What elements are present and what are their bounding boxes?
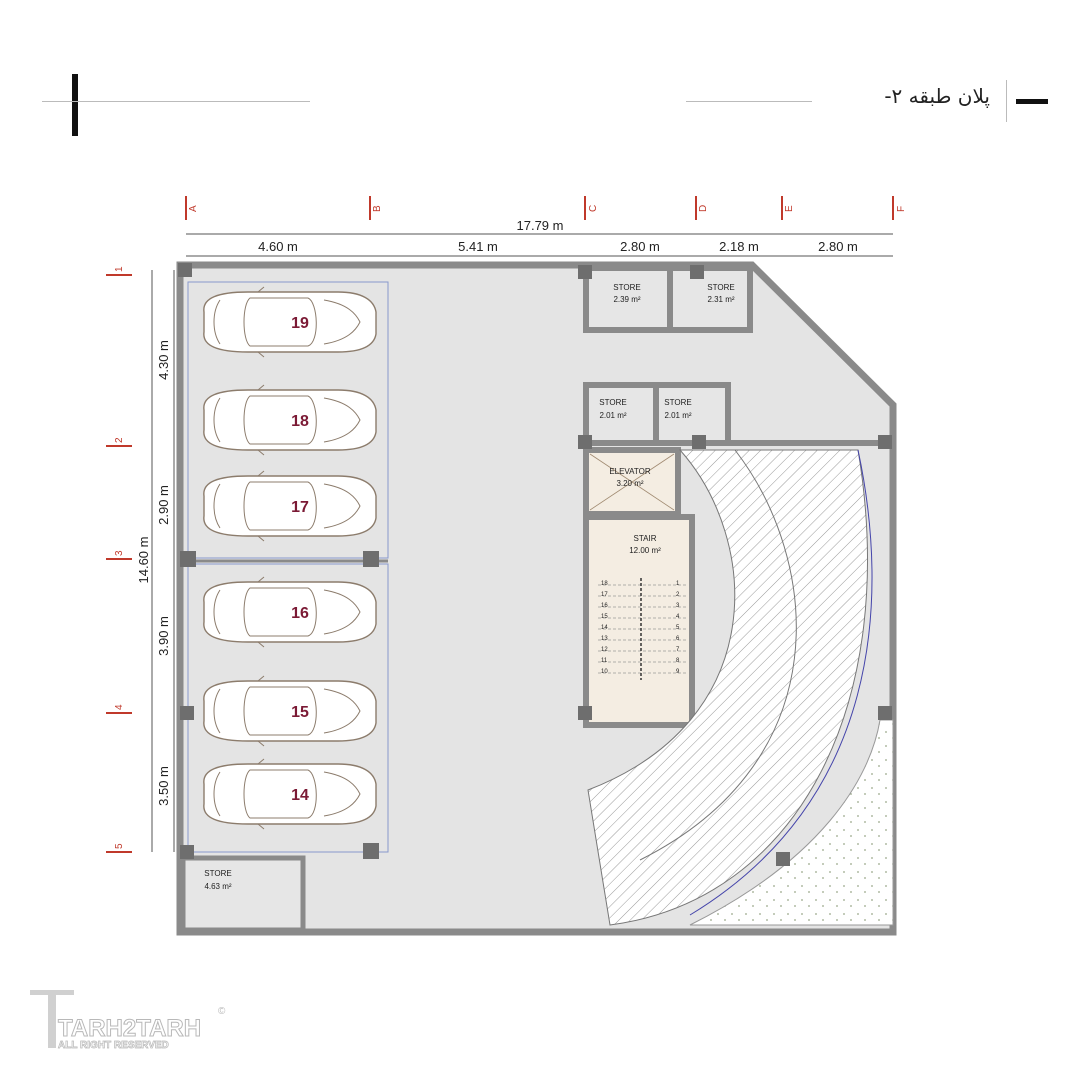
stair-step-9: 9 xyxy=(676,669,680,675)
stair-step-15: 15 xyxy=(601,614,608,620)
stair-step-18: 18 xyxy=(601,581,608,587)
stair-step-16: 16 xyxy=(601,603,608,609)
stair-step-17: 17 xyxy=(601,592,608,598)
axis-marker-A: A xyxy=(185,196,199,220)
parking-space-18: 18 xyxy=(203,384,377,456)
axis-label-a: A xyxy=(188,205,199,212)
store-2-area: 2.31 m² xyxy=(707,295,734,304)
dimension-lines-left xyxy=(151,270,175,852)
axis-label-d: D xyxy=(698,205,709,212)
dim-total-height: 14.60 m xyxy=(136,537,151,584)
dim-col-1: 4.60 m xyxy=(258,239,298,254)
axis-label-1: 1 xyxy=(114,266,125,272)
parking-zone xyxy=(187,281,389,559)
stair-step-2: 2 xyxy=(676,592,680,598)
parking-number-15: 15 xyxy=(291,704,309,721)
header-left-bar xyxy=(72,74,78,136)
stair-step-8: 8 xyxy=(676,658,680,664)
stair-step-14: 14 xyxy=(601,625,608,631)
ramp xyxy=(587,449,868,926)
axis-label-f: F xyxy=(896,206,907,212)
dim-row-1: 4.30 m xyxy=(156,340,171,380)
parking-number-17: 17 xyxy=(291,499,309,516)
dim-col-4: 2.18 m xyxy=(719,239,759,254)
stair-step-13: 13 xyxy=(601,636,608,642)
header-left-line xyxy=(42,101,310,102)
store-1-name: STORE xyxy=(613,283,640,292)
brand-name: TARH2TARH xyxy=(58,1015,201,1042)
axis-label-c: C xyxy=(588,205,599,212)
stair-step-12: 12 xyxy=(601,647,608,653)
parking-space-19: 19 xyxy=(203,286,377,358)
stair-step-5: 5 xyxy=(676,625,680,631)
store-5-area: 4.63 m² xyxy=(204,882,231,891)
header-divider xyxy=(1006,80,1007,122)
dim-col-2: 5.41 m xyxy=(458,239,498,254)
stair-step-3: 3 xyxy=(676,603,680,609)
axis-label-3: 3 xyxy=(114,550,125,556)
axis-marker-F: F xyxy=(892,196,907,220)
axis-marker-C: C xyxy=(584,196,599,220)
dim-col-5: 2.80 m xyxy=(818,239,858,254)
brand-mark: © xyxy=(218,1006,226,1017)
store-4-name: STORE xyxy=(664,398,691,407)
header-mid-line xyxy=(686,101,812,102)
stair-core xyxy=(583,514,695,728)
store-2-name: STORE xyxy=(707,283,734,292)
brand-watermark: TARH2TARH © ALL RIGHT RESERVED xyxy=(30,990,226,1051)
stair-step-4: 4 xyxy=(676,614,680,620)
stair-name: STAIR xyxy=(634,534,657,543)
elevator-name: ELEVATOR xyxy=(609,467,651,476)
stair-step-7: 7 xyxy=(676,647,680,653)
store-3-name: STORE xyxy=(599,398,626,407)
store-room-1 xyxy=(583,265,674,333)
parking-number-18: 18 xyxy=(291,413,309,430)
dimension-lines-top xyxy=(186,233,893,257)
dim-total-width: 17.79 m xyxy=(517,218,564,233)
axis-label-5: 5 xyxy=(114,843,125,849)
parking-number-14: 14 xyxy=(291,787,309,804)
brand-tagline: ALL RIGHT RESERVED xyxy=(58,1040,169,1051)
store-1-area: 2.39 m² xyxy=(613,295,640,304)
dim-col-3: 2.80 m xyxy=(620,239,660,254)
axis-label-e: E xyxy=(784,205,795,212)
elevator-area: 3.20 m² xyxy=(616,479,643,488)
axis-marker-D: D xyxy=(695,196,709,220)
axis-marker-B: B xyxy=(369,196,383,220)
dim-row-3: 3.90 m xyxy=(156,616,171,656)
parking-space-16: 16 xyxy=(203,576,377,648)
structural-columns xyxy=(178,263,892,866)
store-room-2 xyxy=(667,265,753,333)
stair-step-11: 11 xyxy=(601,658,608,664)
stair-step-10: 10 xyxy=(601,669,608,675)
store-5-name: STORE xyxy=(204,869,231,878)
garden xyxy=(689,719,894,926)
axis-label-4: 4 xyxy=(114,704,125,710)
axis-label-2: 2 xyxy=(114,437,125,443)
store-3-area: 2.01 m² xyxy=(599,411,626,420)
stair-area: 12.00 m² xyxy=(629,546,661,555)
dim-row-2: 2.90 m xyxy=(156,485,171,525)
parking-number-16: 16 xyxy=(291,605,309,622)
column-axis-markers: A B C D E F xyxy=(185,196,907,220)
parking-space-17: 17 xyxy=(203,470,377,542)
axis-marker-E: E xyxy=(781,196,795,220)
page-title: پلان طبقه ۲- xyxy=(884,84,990,108)
store-room-5 xyxy=(180,855,306,933)
parking-space-14: 14 xyxy=(203,758,377,830)
parking-number-19: 19 xyxy=(291,315,309,332)
parking-space-15: 15 xyxy=(203,675,377,747)
axis-label-b: B xyxy=(372,205,383,212)
dim-row-4: 3.50 m xyxy=(156,766,171,806)
stair-step-1: 1 xyxy=(676,581,680,587)
row-axis-markers: 1 2 3 4 5 xyxy=(106,266,132,853)
stair-step-6: 6 xyxy=(676,636,680,642)
store-4-area: 2.01 m² xyxy=(664,411,691,420)
header-right-bar xyxy=(1016,99,1048,104)
